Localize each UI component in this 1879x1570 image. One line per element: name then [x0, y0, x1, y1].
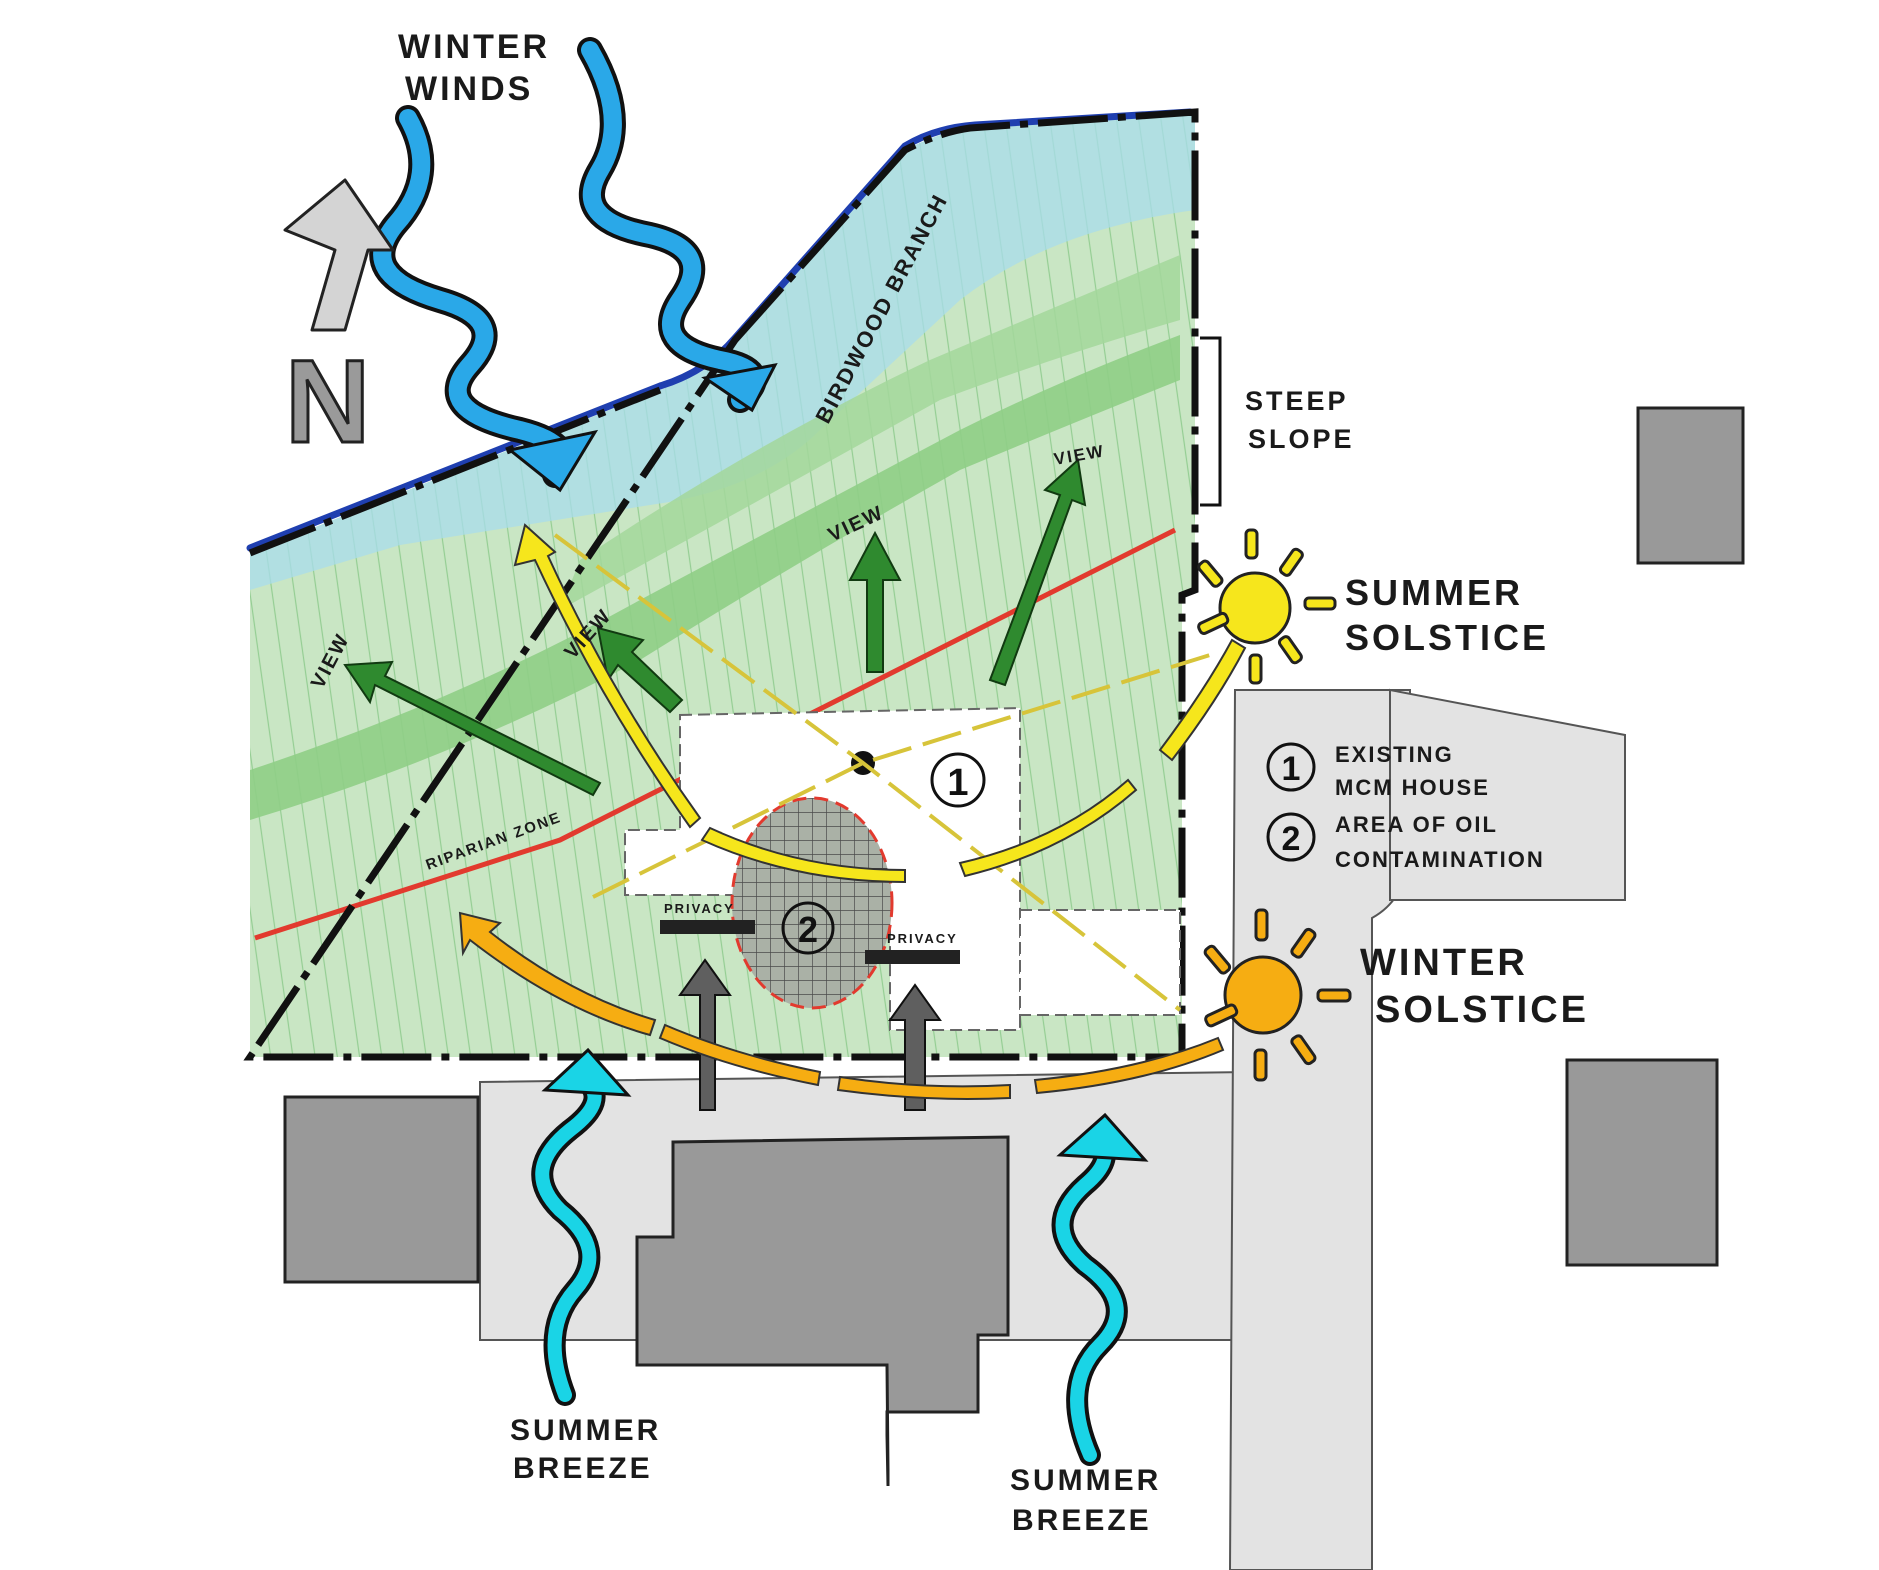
summer-sun-icon	[1197, 528, 1337, 685]
winter-wind-arrow-east	[581, 41, 763, 409]
summer-solstice-label-line1: SUMMER	[1345, 572, 1523, 613]
steep-slope-label-line2: SLOPE	[1248, 424, 1355, 454]
property-line	[243, 108, 1199, 1061]
privacy-label-west: PRIVACY	[664, 901, 735, 916]
neighbor-buildings	[283, 406, 1745, 1487]
summer-breeze-arrows-fill	[535, 1073, 1124, 1462]
winter-sun-path	[458, 911, 1225, 1100]
legend-number-1: 1	[1282, 750, 1301, 788]
view-arrow-northwest	[596, 626, 684, 714]
privacy-label-east: PRIVACY	[887, 931, 958, 946]
steep-slope-label-line1: STEEP	[1245, 386, 1349, 416]
winter-wind-arrowheads	[506, 362, 778, 493]
summer-breeze-label-west-line1: SUMMER	[510, 1414, 661, 1447]
winter-winds-label-line1: WINTER	[398, 28, 550, 66]
summer-breeze-label-east-line2: BREEZE	[1012, 1504, 1152, 1537]
winter-solstice-label-line2: SOLSTICE	[1375, 989, 1589, 1031]
building-south	[635, 1135, 1010, 1487]
winter-wind-arrow-west	[373, 109, 572, 484]
summer-breeze-label-east-line1: SUMMER	[1010, 1464, 1161, 1497]
privacy-bar-west	[660, 920, 755, 934]
view-arrow-west	[343, 660, 602, 797]
view-arrow-north	[848, 530, 902, 673]
riparian-zone-line	[254, 527, 1177, 941]
legend-item-2-line1: AREA OF OIL	[1335, 812, 1498, 837]
north-label: N	[285, 336, 370, 468]
house-marker-number: 1	[947, 762, 968, 804]
privacy-bar-east	[865, 950, 960, 964]
winter-solstice-label-line1: WINTER	[1360, 942, 1528, 984]
north-arrow: N	[283, 178, 395, 470]
legend-item-1-line2: MCM HOUSE	[1335, 775, 1490, 800]
summer-breeze-label-west-line2: BREEZE	[513, 1452, 653, 1485]
legend-item-2-line2: CONTAMINATION	[1335, 847, 1545, 872]
legend-circle-1	[1266, 742, 1316, 792]
legend: 1 EXISTING MCM HOUSE 2 AREA OF OIL CONTA…	[1266, 742, 1545, 872]
summer-breeze-arrow-east	[1055, 1133, 1124, 1462]
legend-circle-2	[1266, 812, 1316, 862]
sun-angle-lines	[553, 533, 1211, 1012]
road-east-spur	[1389, 688, 1626, 901]
legend-number-2: 2	[1282, 820, 1301, 858]
house-wing-east	[1019, 909, 1181, 1016]
winter-winds-label-line2: WINDS	[405, 70, 533, 108]
contamination-marker: 2	[781, 901, 835, 955]
summer-solstice-label-line2: SOLSTICE	[1345, 617, 1549, 658]
north-arrow-icon	[283, 178, 395, 332]
building-east-north	[1636, 406, 1745, 565]
winter-wind-arrows-fill	[373, 41, 763, 484]
steep-slope-band-upper	[560, 255, 1180, 610]
house-marker: 1	[930, 752, 986, 808]
summer-breeze-arrowheads	[541, 1047, 1149, 1162]
summer-sun-path	[513, 523, 1247, 884]
building-east-south	[1565, 1058, 1719, 1267]
view-arrows	[343, 458, 1087, 797]
legend-item-1-line1: EXISTING	[1335, 742, 1454, 767]
winter-sun-icon	[1203, 908, 1352, 1082]
contamination-marker-number: 2	[798, 909, 818, 950]
privacy-screens: PRIVACY PRIVACY	[660, 901, 960, 964]
steep-slope-bracket	[1200, 336, 1222, 507]
summer-breeze-arrow-west	[535, 1073, 602, 1402]
building-southwest	[283, 1095, 480, 1284]
view-arrow-northeast	[988, 458, 1087, 687]
street-approach-arrows	[678, 958, 942, 1111]
steep-slope-band	[250, 335, 1180, 820]
